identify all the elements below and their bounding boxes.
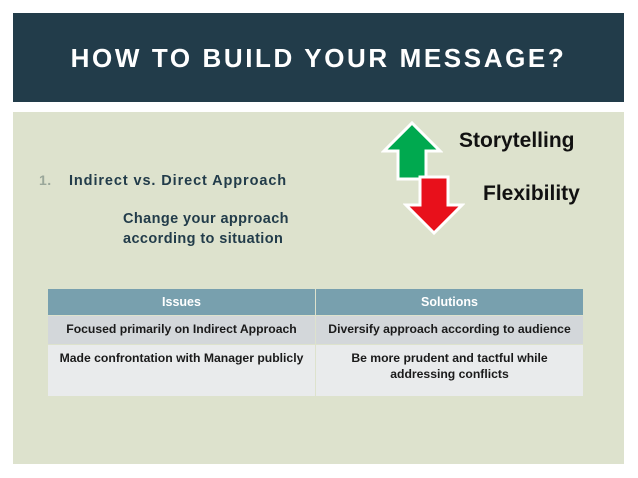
cell-issue: Made confrontation with Manager publicly <box>47 343 316 397</box>
arrow-up-icon <box>381 120 443 182</box>
cell-issue: Focused primarily on Indirect Approach <box>47 315 316 345</box>
bullet-number: 1. <box>39 172 52 188</box>
cell-solution: Be more prudent and tactful while addres… <box>315 343 584 397</box>
bullet-subtext: Change your approach according to situat… <box>123 209 369 249</box>
comparison-table: Issues Solutions Focused primarily on In… <box>47 288 584 397</box>
storytelling-row: Storytelling <box>381 120 575 182</box>
bullet-subtext-line-1: Change your approach <box>123 211 289 227</box>
list-item: 1. Indirect vs. Direct Approach <box>39 172 369 189</box>
bullet-list: 1. Indirect vs. Direct Approach Change y… <box>39 172 369 249</box>
bullet-heading: Indirect vs. Direct Approach <box>69 173 288 189</box>
cell-solution: Diversify approach according to audience <box>315 315 584 345</box>
table-row: Focused primarily on Indirect Approach D… <box>47 315 584 345</box>
arrow-label-storytelling: Storytelling <box>459 129 575 152</box>
table-header-row: Issues Solutions <box>47 288 584 316</box>
arrow-label-flexibility: Flexibility <box>483 182 580 205</box>
column-header-solutions: Solutions <box>315 288 584 316</box>
bullet-subtext-line-2: according to situation <box>123 231 284 247</box>
column-header-issues: Issues <box>47 288 316 316</box>
flexibility-row: Flexibility <box>403 174 580 236</box>
arrow-group: Storytelling Flexibility <box>381 120 611 236</box>
content-panel: 1. Indirect vs. Direct Approach Change y… <box>13 112 624 464</box>
title-bar: HOW TO BUILD YOUR MESSAGE? <box>13 13 624 102</box>
arrow-down-icon <box>403 174 465 236</box>
table-row: Made confrontation with Manager publicly… <box>47 343 584 397</box>
page-title: HOW TO BUILD YOUR MESSAGE? <box>70 42 567 73</box>
